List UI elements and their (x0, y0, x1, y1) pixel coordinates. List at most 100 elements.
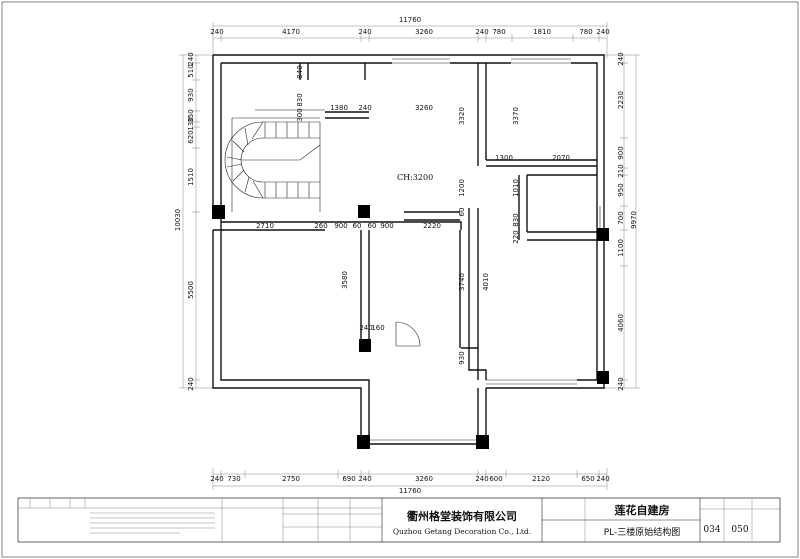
drawing-title: PL-三楼原始结构图 (604, 526, 681, 538)
dim-interior: 220 (512, 230, 520, 243)
dim-left-segment: 240 (187, 52, 195, 65)
dim-right-segment: 4060 (617, 314, 625, 332)
dim-left-segment: 510 (187, 64, 195, 77)
dim-right-segment: 2230 (617, 91, 625, 109)
column (359, 339, 371, 352)
dim-right-segment: 240 (617, 377, 625, 390)
dim-bottom-segment: 730 (227, 475, 240, 483)
dim-interior: 300 (296, 108, 304, 121)
dim-interior: 1300 (495, 154, 513, 162)
dim-top-segment: 240 (475, 28, 488, 36)
dim-interior: 2070 (552, 154, 570, 162)
right-dimension-labels: 240 2230 900 210 950 700 1100 4060 240 9… (617, 52, 638, 390)
dim-top-total: 11760 (399, 16, 421, 24)
dim-interior: 830 (296, 93, 304, 106)
dim-interior: 900 (334, 222, 347, 230)
dim-bottom-segment: 2750 (282, 475, 300, 483)
dim-top-segment: 240 (596, 28, 609, 36)
dim-bottom-segment: 690 (342, 475, 355, 483)
left-dimension-lines (179, 54, 215, 389)
company-name-cn: 衢州格堂装饰有限公司 (407, 509, 517, 523)
dim-interior: 3580 (341, 271, 349, 289)
dim-interior: 900 (380, 222, 393, 230)
left-dimension-labels: 10030 240 510 930 350 130 620 1510 5500 … (174, 52, 195, 390)
ceiling-height-label: CH:3200 (397, 173, 433, 182)
dim-bottom-segment: 240 (596, 475, 609, 483)
dim-left-segment: 620 (187, 130, 195, 143)
dim-bottom-total: 11760 (399, 487, 421, 495)
column (212, 205, 225, 219)
dim-bottom-segment: 3260 (415, 475, 433, 483)
dim-interior: 240 (359, 324, 372, 332)
notes-placeholder-lines (90, 512, 215, 534)
dim-left-segment: 350 (187, 109, 195, 122)
spiral-staircase (224, 109, 325, 212)
title-block: 衢州格堂装饰有限公司 Quzhou Getang Decoration Co.,… (17, 497, 781, 543)
dim-left-segment: 5500 (187, 281, 195, 299)
bottom-dimension-labels: 240 730 2750 690 240 3260 240 600 2120 6… (210, 475, 609, 495)
company-name-en: Quzhou Getang Decoration Co., Ltd. (393, 527, 531, 536)
dim-interior: 3740 (458, 273, 466, 291)
right-dimension-lines (604, 54, 640, 389)
dim-right-segment: 210 (617, 164, 625, 177)
dim-right-segment: 1100 (617, 239, 625, 257)
dim-interior: 160 (371, 324, 384, 332)
dim-interior: 3370 (512, 107, 520, 125)
structural-columns (212, 205, 609, 449)
dim-bottom-segment: 240 (475, 475, 488, 483)
windows (365, 54, 605, 441)
dim-interior: 60 (458, 208, 466, 217)
dim-interior: 240 (358, 104, 371, 112)
dim-interior: 3320 (458, 107, 466, 125)
dim-left-segment: 130 (187, 117, 195, 130)
dim-interior: 60 (368, 222, 377, 230)
column (358, 205, 370, 218)
dim-left-segment: 1510 (187, 168, 195, 186)
dim-left-segment: 930 (187, 88, 195, 101)
sheet-number: 034 (703, 525, 720, 535)
dim-bottom-segment: 600 (489, 475, 502, 483)
dim-interior: 60 (353, 222, 362, 230)
dim-bottom-segment: 2120 (532, 475, 550, 483)
column (597, 371, 609, 384)
top-dimension-lines (212, 22, 608, 58)
dim-right-segment: 900 (617, 146, 625, 159)
interior-walls (213, 63, 597, 380)
entry-door (395, 321, 421, 347)
dim-interior: 830 (512, 213, 520, 226)
dim-bottom-segment: 240 (358, 475, 371, 483)
dim-right-total: 9970 (630, 211, 638, 229)
dim-right-segment: 950 (617, 183, 625, 196)
dim-interior: 2220 (423, 222, 441, 230)
dim-top-segment: 4170 (282, 28, 300, 36)
dim-right-segment: 240 (617, 52, 625, 65)
dim-interior: 2710 (256, 222, 274, 230)
dim-top-segment: 3260 (415, 28, 433, 36)
dim-interior: 840 (296, 65, 304, 78)
dim-bottom-segment: 240 (210, 475, 223, 483)
interior-dimension-labels: 840 830 300 1380 240 3260 3320 3370 1300… (256, 65, 570, 364)
dim-top-segment: 780 (579, 28, 592, 36)
column (357, 435, 370, 449)
dim-interior: 930 (458, 351, 466, 364)
dim-left-segment: 240 (187, 377, 195, 390)
total-sheets: 050 (731, 525, 748, 535)
dim-top-segment: 240 (358, 28, 371, 36)
top-dimension-labels: 11760 240 4170 240 3260 240 780 1810 780… (210, 16, 609, 36)
column (597, 228, 609, 241)
dim-interior: 4010 (482, 273, 490, 291)
dim-right-segment: 700 (617, 211, 625, 224)
dim-bottom-segment: 650 (581, 475, 594, 483)
dim-interior: 3260 (415, 104, 433, 112)
dim-top-segment: 780 (492, 28, 505, 36)
dim-interior: 1200 (458, 179, 466, 197)
dim-top-segment: 1810 (533, 28, 551, 36)
column (476, 435, 489, 449)
dim-interior: 260 (314, 222, 327, 230)
exterior-walls (212, 54, 605, 445)
bottom-dimension-lines (212, 468, 608, 490)
project-name: 莲花自建房 (615, 503, 670, 517)
dim-top-segment: 240 (210, 28, 223, 36)
